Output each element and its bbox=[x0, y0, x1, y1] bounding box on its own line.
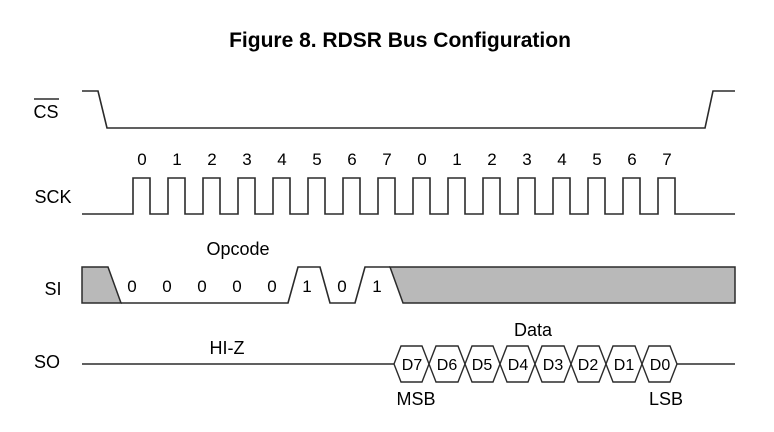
sck-clock-number: 3 bbox=[242, 150, 251, 169]
si-bit: 1 bbox=[372, 277, 381, 296]
sck-label: SCK bbox=[34, 187, 71, 207]
so-msb-label: MSB bbox=[396, 389, 435, 409]
so-data-bit-label: D6 bbox=[437, 357, 458, 374]
si-bit: 0 bbox=[162, 277, 171, 296]
sck-clock-number: 3 bbox=[522, 150, 531, 169]
sck-clock-number: 0 bbox=[137, 150, 146, 169]
so-data-bit-label: D1 bbox=[614, 357, 635, 374]
cs-label: CS bbox=[33, 102, 58, 122]
sck-clock-number: 1 bbox=[452, 150, 461, 169]
sck-clock-number: 4 bbox=[557, 150, 566, 169]
sck-clock-number: 2 bbox=[207, 150, 216, 169]
si-bit: 0 bbox=[267, 277, 276, 296]
si-label: SI bbox=[44, 279, 61, 299]
si-bit: 0 bbox=[197, 277, 206, 296]
sck-clock-number: 7 bbox=[382, 150, 391, 169]
cs-waveform bbox=[82, 90, 735, 129]
si-undefined-region-start bbox=[81, 266, 123, 304]
si-waveform bbox=[121, 266, 390, 304]
sck-clock-number: 6 bbox=[627, 150, 636, 169]
sck-clock-number: 0 bbox=[417, 150, 426, 169]
si-undefined-region-end bbox=[388, 266, 736, 304]
figure-title: Figure 8. RDSR Bus Configuration bbox=[229, 29, 571, 52]
sck-clock-number: 5 bbox=[592, 150, 601, 169]
so-data-bit-label: D4 bbox=[508, 357, 529, 374]
sck-clock-number: 2 bbox=[487, 150, 496, 169]
so-data-bit-label: D2 bbox=[578, 357, 599, 374]
so-hiz-annotation: HI-Z bbox=[210, 338, 245, 358]
so-data-annotation: Data bbox=[514, 320, 553, 340]
si-bit: 0 bbox=[337, 277, 346, 296]
so-label: SO bbox=[34, 352, 60, 372]
sck-clock-number: 7 bbox=[662, 150, 671, 169]
so-lsb-label: LSB bbox=[649, 389, 683, 409]
si-opcode-annotation: Opcode bbox=[206, 239, 269, 259]
si-bit: 1 bbox=[302, 277, 311, 296]
sck-waveform bbox=[82, 177, 735, 215]
so-data-bit-label: D3 bbox=[543, 357, 564, 374]
si-bit: 0 bbox=[232, 277, 241, 296]
so-data-bit-label: D0 bbox=[650, 357, 671, 374]
so-data-cell bbox=[641, 345, 678, 383]
sck-clock-number: 6 bbox=[347, 150, 356, 169]
so-data-bit-label: D5 bbox=[472, 357, 493, 374]
si-bit: 0 bbox=[127, 277, 136, 296]
sck-clock-number: 1 bbox=[172, 150, 181, 169]
sck-clock-number: 4 bbox=[277, 150, 286, 169]
so-data-bit-label: D7 bbox=[402, 357, 423, 374]
sck-clock-number: 5 bbox=[312, 150, 321, 169]
